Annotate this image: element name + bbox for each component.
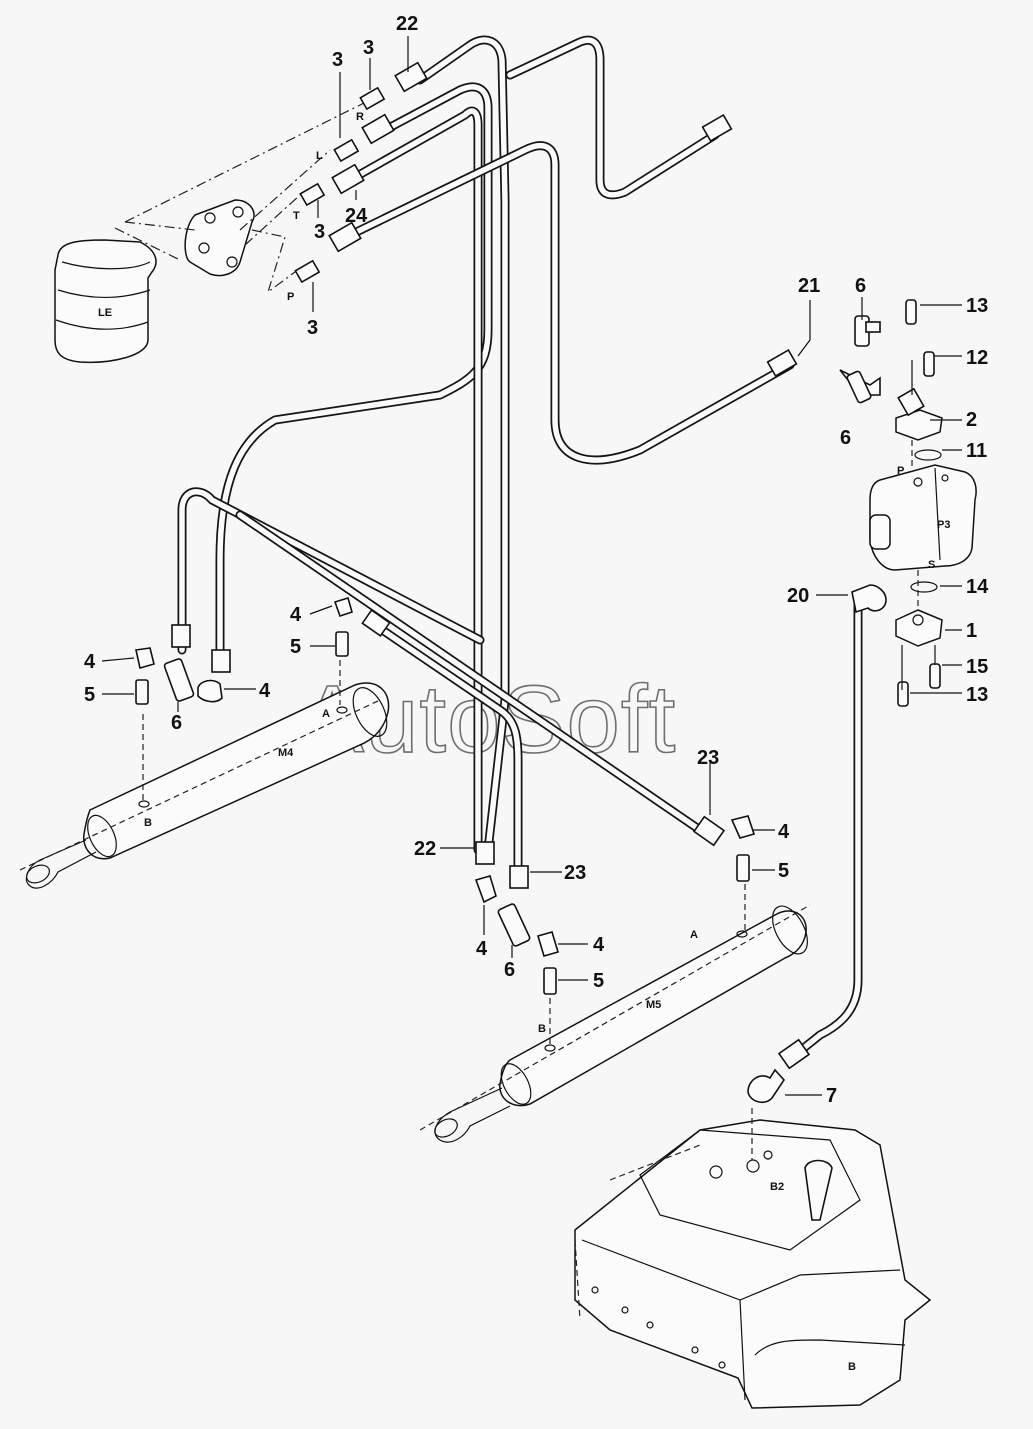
callout-3-t: 3	[314, 221, 325, 243]
o-ring-11	[914, 449, 942, 461]
callout-6-mid: 6	[840, 427, 851, 449]
callout-15: 15	[966, 656, 988, 678]
pump-port-s: S	[928, 559, 935, 571]
le-valve: LE	[54, 239, 157, 364]
pump-flange-2	[895, 387, 943, 441]
callout-2: 2	[966, 409, 977, 431]
le-label: LE	[98, 307, 112, 319]
tee-6-top	[839, 315, 881, 404]
callout-6-bot: 6	[504, 959, 515, 981]
projection-line-flange	[124, 221, 196, 231]
callout-4-f: 4	[593, 934, 605, 956]
callout-1: 1	[966, 620, 977, 642]
adapters-3	[294, 86, 386, 284]
hose-ferrules	[171, 61, 811, 1070]
port-p-label: P	[287, 291, 294, 303]
callout-4-c: 4	[259, 680, 271, 702]
fittings-left-cylinder	[135, 596, 353, 705]
callout-23-bot: 23	[564, 862, 586, 884]
callout-4-b: 4	[84, 651, 96, 673]
callout-4-a: 4	[290, 604, 302, 626]
projection-line-l	[239, 149, 331, 231]
callout-3-r: 3	[363, 37, 374, 59]
cylinder-m5: A M5 B	[419, 904, 811, 1143]
o-ring-14	[910, 581, 938, 593]
callout-5-a: 5	[290, 636, 301, 658]
callout-13-bot: 13	[966, 684, 988, 706]
projection-zigzag	[251, 229, 296, 294]
callout-4-d: 4	[778, 821, 790, 843]
m5-port-b: B	[538, 1023, 546, 1035]
elbow-7	[747, 1068, 786, 1104]
bolts	[897, 299, 941, 707]
callout-5-b: 5	[84, 684, 95, 706]
port-l-label: L	[316, 150, 323, 162]
callout-5-c: 5	[778, 860, 789, 882]
tank-b2-label: B2	[770, 1181, 784, 1193]
callout-4-e: 4	[476, 938, 488, 960]
port-t-label: T	[293, 210, 300, 222]
leader-lines	[101, 36, 962, 1160]
callout-22-bot: 22	[414, 838, 436, 860]
valve-flange-plate	[184, 199, 255, 277]
pump-flange-1	[895, 609, 943, 647]
m4-port-a: A	[322, 708, 330, 720]
callout-24: 24	[345, 205, 368, 227]
callout-12: 12	[966, 347, 988, 369]
callout-21: 21	[798, 275, 820, 297]
callout-14: 14	[966, 576, 989, 598]
callout-22-top: 22	[396, 13, 418, 35]
callout-3-p: 3	[307, 317, 318, 339]
callout-6-top: 6	[855, 275, 866, 297]
p3-label: P3	[937, 519, 950, 531]
callout-13-top: 13	[966, 295, 988, 317]
callout-3-l: 3	[332, 49, 343, 71]
m5-port-a: A	[690, 929, 698, 941]
callout-5-d: 5	[593, 970, 604, 992]
hose-runs	[177, 35, 863, 1060]
projection-line-flange-b	[114, 227, 181, 261]
callout-numbers: 22 3 3 3 24 3 21 6 6 13 12 2 11 20 14 1 …	[84, 13, 989, 1107]
elbow-20	[851, 584, 887, 614]
projection-line-t	[244, 194, 301, 246]
m4-port-b: B	[144, 817, 152, 829]
m4-label: M4	[278, 747, 294, 759]
callout-7: 7	[826, 1085, 837, 1107]
tank-b-label: B	[848, 1361, 856, 1373]
port-r-label: R	[356, 111, 364, 123]
callout-23-top: 23	[697, 747, 719, 769]
callout-20: 20	[787, 585, 809, 607]
m5-label: M5	[646, 999, 661, 1011]
cylinder-m4: A M4 B	[19, 682, 390, 889]
hydraulic-tank: B2 B	[574, 1119, 932, 1409]
pump-p3: P3 P S	[869, 464, 977, 571]
pump-port-p: P	[897, 465, 904, 477]
projection-line-r	[124, 99, 371, 223]
fittings-right-cylinder	[474, 815, 756, 995]
callout-6-left: 6	[171, 712, 182, 734]
callout-11: 11	[966, 440, 987, 462]
